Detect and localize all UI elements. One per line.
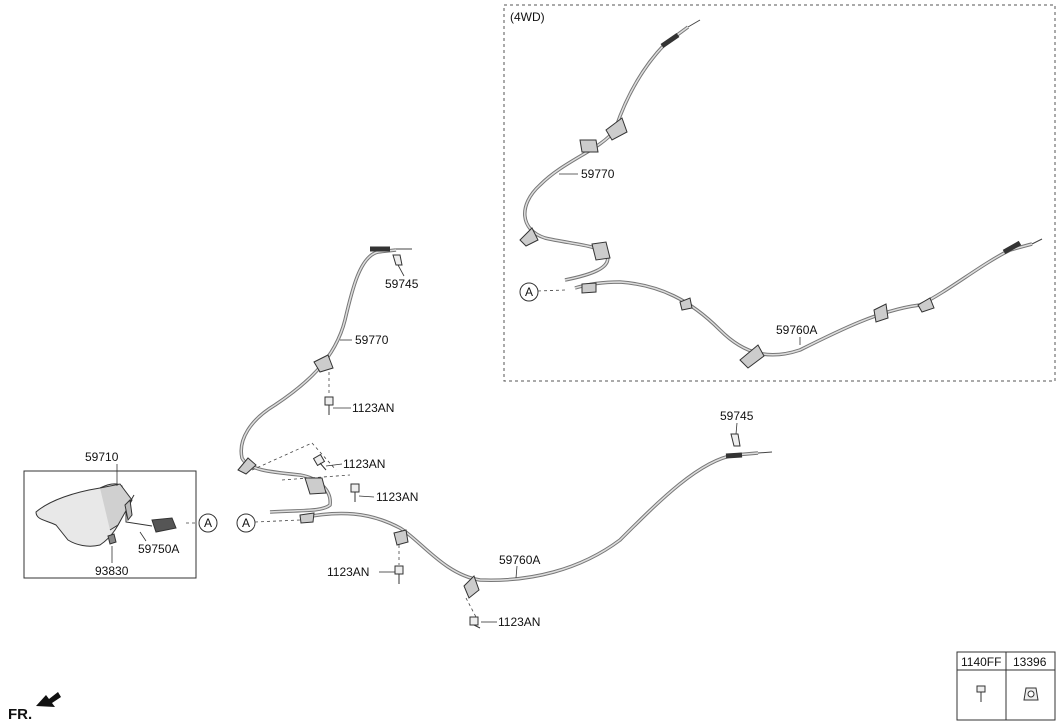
part-label-59770-4wd: 59770 bbox=[581, 167, 615, 181]
cable-brackets-4wd bbox=[519, 117, 935, 369]
part-label-1123an-3: 1123AN bbox=[376, 490, 418, 504]
svg-text:A: A bbox=[204, 516, 212, 530]
4wd-section-label: (4WD) bbox=[510, 10, 545, 24]
svg-text:A: A bbox=[242, 516, 250, 530]
front-direction-label: FR. bbox=[8, 706, 32, 723]
part-label-1123an-2: 1123AN bbox=[343, 457, 385, 471]
part-label-1123an-4: 1123AN bbox=[327, 565, 369, 579]
part-label-59770-2wd: 59770 bbox=[355, 333, 389, 347]
legend-header-13396: 13396 bbox=[1013, 655, 1047, 669]
part-label-1123an-5: 1123AN bbox=[498, 615, 540, 629]
part-label-59710: 59710 bbox=[85, 450, 119, 464]
fastener-legend-table bbox=[956, 651, 1056, 721]
part-label-59750a: 59750A bbox=[138, 542, 179, 556]
ref-marker-a-4wd: A bbox=[519, 282, 539, 302]
front-arrow-icon bbox=[36, 692, 61, 707]
part-label-59760a-4wd: 59760A bbox=[776, 323, 817, 337]
parking-brake-lever-illustration bbox=[35, 483, 177, 547]
legend-header-1140ff: 1140FF bbox=[961, 655, 1001, 669]
cable-59770-2wd bbox=[239, 246, 412, 514]
part-label-93830: 93830 bbox=[95, 564, 129, 578]
ref-marker-a-lever: A bbox=[198, 513, 218, 533]
part-label-1123an-1: 1123AN bbox=[352, 401, 394, 415]
part-label-59745-top: 59745 bbox=[385, 277, 419, 291]
4wd-section-box bbox=[503, 4, 1056, 382]
bolt-icon bbox=[312, 254, 741, 629]
cable-59770-4wd bbox=[523, 19, 701, 282]
svg-text:A: A bbox=[525, 285, 533, 299]
nut-icon bbox=[1023, 687, 1039, 701]
part-label-59745-right: 59745 bbox=[720, 409, 754, 423]
lever-assembly-box bbox=[23, 470, 197, 579]
cable-59760a-2wd bbox=[299, 451, 773, 582]
bolt-icon bbox=[976, 685, 986, 702]
label-leaders bbox=[111, 173, 801, 623]
part-label-59760a-2wd: 59760A bbox=[499, 553, 540, 567]
cable-59760a-4wd bbox=[574, 238, 1043, 357]
cable-brackets-2wd bbox=[237, 354, 480, 599]
ref-marker-a-2wd: A bbox=[236, 513, 256, 533]
